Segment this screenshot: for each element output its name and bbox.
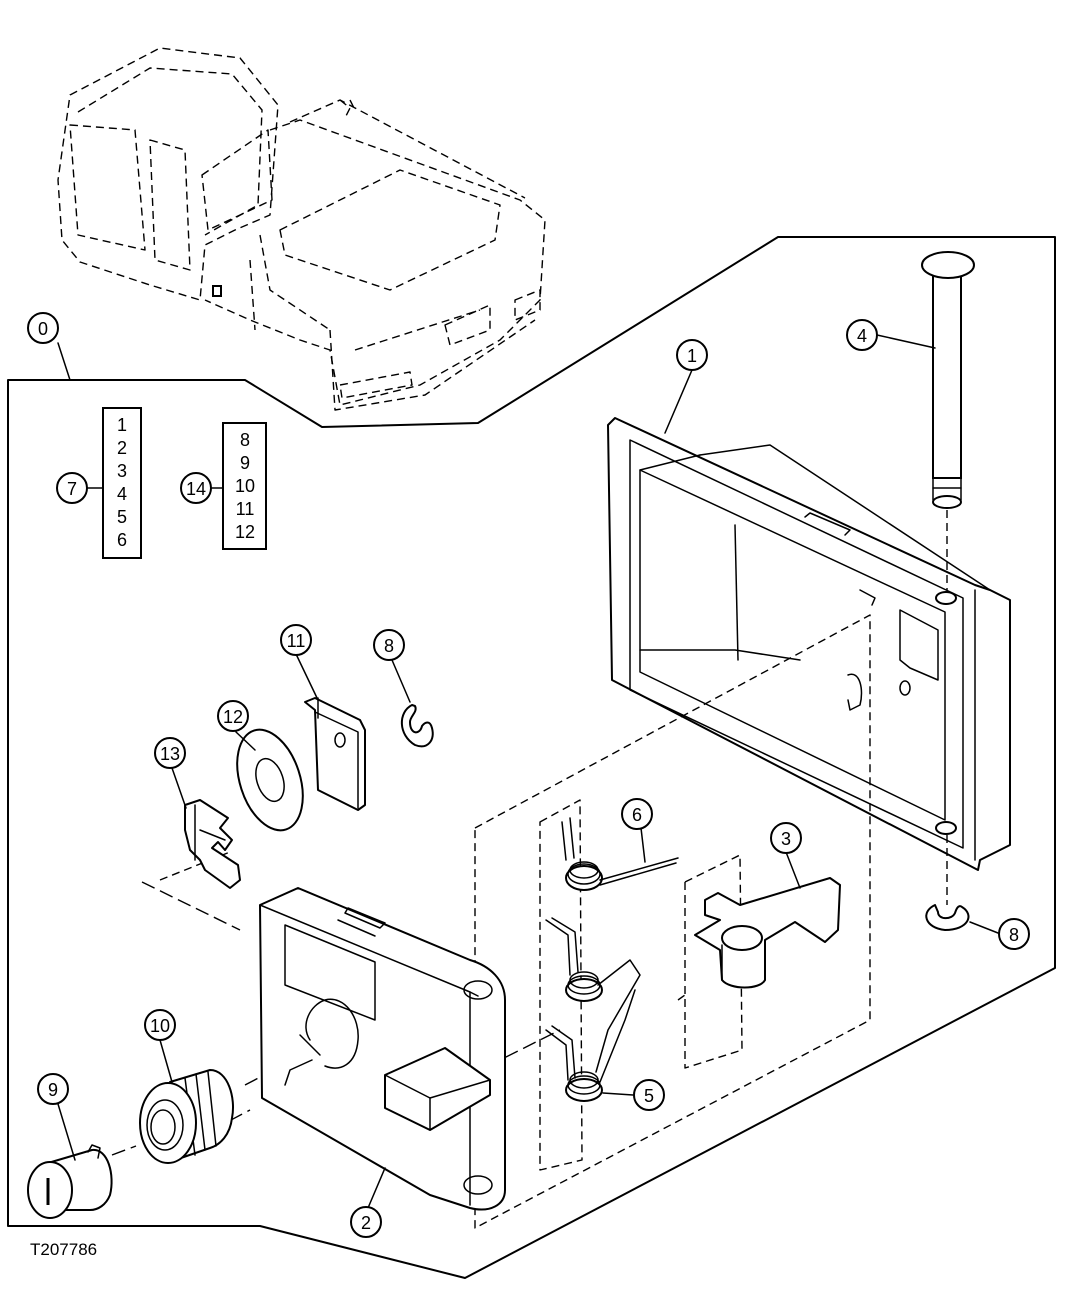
kit14-item: 10 (235, 476, 255, 496)
figure-id-label: T207786 (30, 1240, 97, 1259)
svg-text:3: 3 (781, 829, 791, 849)
svg-text:11: 11 (287, 631, 306, 651)
svg-text:13: 13 (160, 744, 180, 764)
svg-text:10: 10 (150, 1016, 170, 1036)
svg-text:9: 9 (48, 1080, 58, 1100)
callout-1: 1 (676, 339, 708, 371)
svg-text:4: 4 (857, 326, 867, 346)
part-10-bushing (139, 1039, 234, 1164)
kit-list-7: 1 2 3 4 5 6 (86, 407, 142, 559)
callout-4: 4 (846, 319, 878, 351)
kit14-item: 12 (235, 522, 255, 542)
svg-text:8: 8 (384, 636, 394, 656)
part-6-spring (561, 817, 679, 891)
part-12-washer (235, 728, 304, 832)
part-2-lock-body (259, 887, 506, 1211)
callout-11: 11 (280, 624, 312, 656)
callout-9: 9 (37, 1073, 69, 1105)
callout-8-right: 8 (998, 918, 1030, 950)
kit-list-14: 8 9 10 11 12 (211, 422, 267, 550)
kit7-item: 3 (117, 461, 127, 481)
part-13-clip (171, 767, 241, 889)
part-4-pin (921, 251, 975, 905)
callout-12: 12 (217, 700, 249, 732)
kit7-item: 2 (117, 438, 127, 458)
callout-0: 0 (27, 312, 59, 344)
callout-13: 13 (154, 737, 186, 769)
svg-text:1: 1 (687, 346, 697, 366)
part-5-spring-lower (545, 989, 636, 1102)
part-1-latch-housing (607, 417, 1011, 871)
kit14-item: 9 (240, 453, 250, 473)
part-11-plate (295, 653, 366, 811)
leader-lines (367, 334, 936, 1209)
part-5-spring-middle (545, 917, 641, 1073)
kit7-item: 5 (117, 507, 127, 527)
svg-text:8: 8 (1009, 925, 1019, 945)
callout-6: 6 (621, 798, 653, 830)
part-8-snap-ring-upper (391, 659, 434, 748)
callout-3: 3 (770, 822, 802, 854)
callout-7: 7 (56, 472, 88, 504)
callout-5: 5 (633, 1079, 665, 1111)
part-9-key-cylinder (27, 1103, 113, 1219)
kit14-item: 11 (236, 499, 255, 519)
part-3-cam-lever (694, 877, 841, 989)
assembly-boundary (7, 236, 1056, 1279)
svg-text:2: 2 (361, 1213, 371, 1233)
kit7-item: 4 (117, 484, 127, 504)
callout-2: 2 (350, 1206, 382, 1238)
svg-text:5: 5 (644, 1086, 654, 1106)
svg-text:7: 7 (67, 479, 77, 499)
callout-10: 10 (144, 1009, 176, 1041)
svg-text:12: 12 (223, 707, 243, 727)
machine-outline (57, 47, 546, 411)
kit7-item: 1 (117, 415, 127, 435)
svg-text:14: 14 (186, 479, 206, 499)
kit14-item: 8 (240, 430, 250, 450)
callout-8-upper: 8 (373, 629, 405, 661)
kit7-item: 6 (117, 530, 127, 550)
part-8-snap-ring-right (925, 904, 999, 934)
svg-text:6: 6 (632, 805, 642, 825)
svg-text:0: 0 (38, 319, 48, 339)
callout-14: 14 (180, 472, 212, 504)
